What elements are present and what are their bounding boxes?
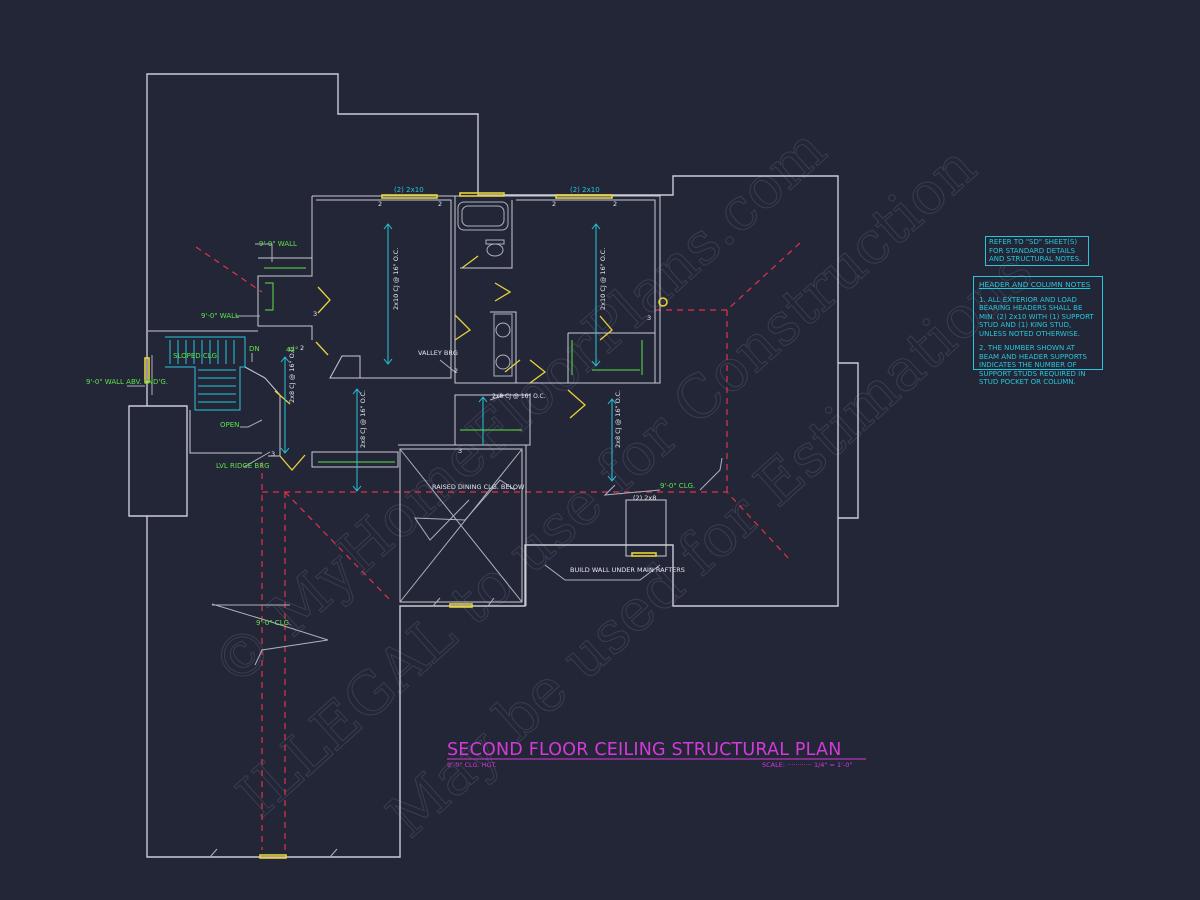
header-notes-heading: HEADER AND COLUMN NOTES <box>979 280 1091 289</box>
wall-label-mid: 9'-0" WALL <box>201 312 239 320</box>
header-beams <box>259 192 657 859</box>
joist-label: 2x8 CJ @ 16" O.C. <box>492 393 546 400</box>
refer-note-text: REFER TO "SD" SHEET(S) FOR STANDARD DETA… <box>989 238 1082 263</box>
wall-label-top: 9'-0" WALL <box>259 240 297 248</box>
watermark-line2: ILLEGAL to use for Construction <box>224 132 989 830</box>
title-block: SECOND FLOOR CEILING STRUCTURAL PLAN 9'-… <box>447 740 866 769</box>
stud-counts: 2 2 2 2 3 3 2 3 3 2 <box>271 200 651 458</box>
stud-count: 2 <box>300 344 304 352</box>
stud-count: 3 <box>647 314 651 322</box>
clg-label-left: 9'-0" CLG. <box>256 619 291 627</box>
joist-label: 2x10 CJ @ 16" O.C. <box>599 248 607 310</box>
ridge-lines <box>195 242 801 850</box>
joist-label: 2x8 CJ @ 16" O.C. <box>359 390 367 448</box>
header-note-1: 1. ALL EXTERIOR AND LOAD BEARING HEADERS… <box>979 295 1094 338</box>
bath-fixtures <box>457 201 513 377</box>
degree-label: 45° <box>286 346 298 354</box>
stud-count: 2 <box>613 200 617 208</box>
clg-label-right: 9'-0" CLG. <box>660 482 695 490</box>
stud-count: 2 <box>552 200 556 208</box>
wall-label-stair: 9'-0" WALL ABV. LND'G. <box>86 378 168 386</box>
doors <box>274 255 613 471</box>
stud-count: 3 <box>271 450 275 458</box>
header-label-small: (2) 2x8 <box>633 494 656 502</box>
joist-label: 2x8 CJ @ 16" O.C. <box>288 345 296 403</box>
stair <box>144 336 246 411</box>
stud-count: 3 <box>458 447 462 455</box>
stud-count: 2 <box>378 200 382 208</box>
build-wall-label: BUILD WALL UNDER MAIN RAFTERS <box>570 566 685 574</box>
valley-label: VALLEY BRG <box>418 349 458 357</box>
header-label-right: (2) 2x10 <box>570 186 600 194</box>
raised-dining-label: RAISED DINING CLG. BELOW <box>432 483 525 491</box>
open-label: OPEN <box>220 421 239 429</box>
sloped-clg-label: SLOPED CLG. <box>173 352 219 360</box>
joist-label: 2x10 CJ @ 16" O.C. <box>392 248 400 310</box>
stud-count: 2 <box>454 367 458 375</box>
joist-arrows <box>280 223 617 492</box>
plan-subtitle: 9'-0" CLG. HGT. <box>447 761 497 769</box>
stud-count: 2 <box>438 200 442 208</box>
plan-title: SECOND FLOOR CEILING STRUCTURAL PLAN <box>447 740 842 760</box>
dn-label: DN <box>249 345 260 353</box>
header-label-left: (2) 2x10 <box>394 186 424 194</box>
refer-note-box: REFER TO "SD" SHEET(S) FOR STANDARD DETA… <box>985 236 1089 266</box>
stud-count: 3 <box>313 310 317 318</box>
lvl-ridge-label: LVL RIDGE BRG <box>216 462 270 470</box>
leader-lines <box>127 243 723 858</box>
column-marker <box>658 297 668 307</box>
joist-label: 2x8 CJ @ 16" O.C. <box>614 390 622 448</box>
scale-label: SCALE: ············ 1/4" = 1'-0" <box>762 761 852 769</box>
watermark-line1: © MyHomeFloorPlans.com <box>199 115 839 701</box>
header-note-2: 2. THE NUMBER SHOWN AT BEAM AND HEADER S… <box>979 344 1087 386</box>
header-column-notes-box: HEADER AND COLUMN NOTES 1. ALL EXTERIOR … <box>973 276 1103 386</box>
